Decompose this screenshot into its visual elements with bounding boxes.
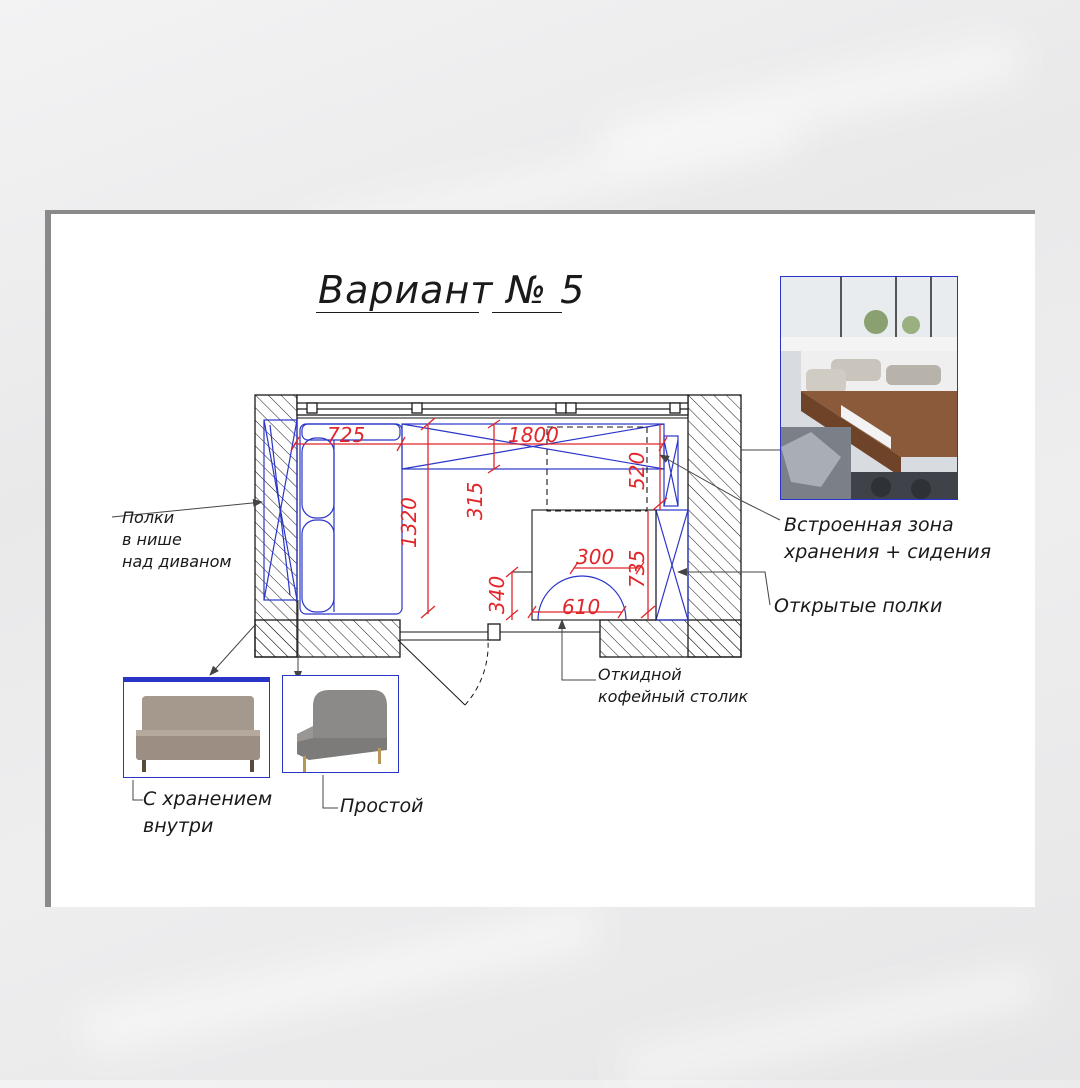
dimension-735: 735: [625, 549, 649, 588]
dimension-1320: 1320: [397, 497, 421, 548]
label-open-shelves: Открытые полки: [774, 595, 943, 617]
label-sofa-storage: С хранением внутри: [143, 788, 273, 837]
dimension-1800: 1800: [508, 423, 559, 447]
furniture: [263, 419, 689, 621]
simple-sofa-image: [282, 675, 399, 773]
title-underline: [316, 312, 479, 313]
reference-photo-balcony: [780, 276, 958, 500]
label-sofa-simple: Простой: [340, 795, 424, 817]
dimension-340: 340: [485, 575, 509, 614]
dimension-300: 300: [576, 545, 615, 569]
dimension-610: 610: [562, 595, 601, 619]
label-storage-seating: Встроенная зона хранения + сидения: [784, 514, 992, 563]
walls: [254, 394, 742, 706]
title-underline: [492, 312, 562, 313]
sofa-with-storage-image: [123, 677, 270, 778]
dimension-315: 315: [463, 481, 487, 520]
dimension-lines: [290, 417, 668, 621]
label-shelves-niche: Полки в нише над диваном: [122, 508, 232, 571]
page-title: Вариант № 5: [318, 268, 586, 312]
dimension-520: 520: [625, 451, 649, 490]
label-coffee-table: Откидной кофейный столик: [598, 665, 749, 706]
dimension-725: 725: [327, 423, 366, 447]
